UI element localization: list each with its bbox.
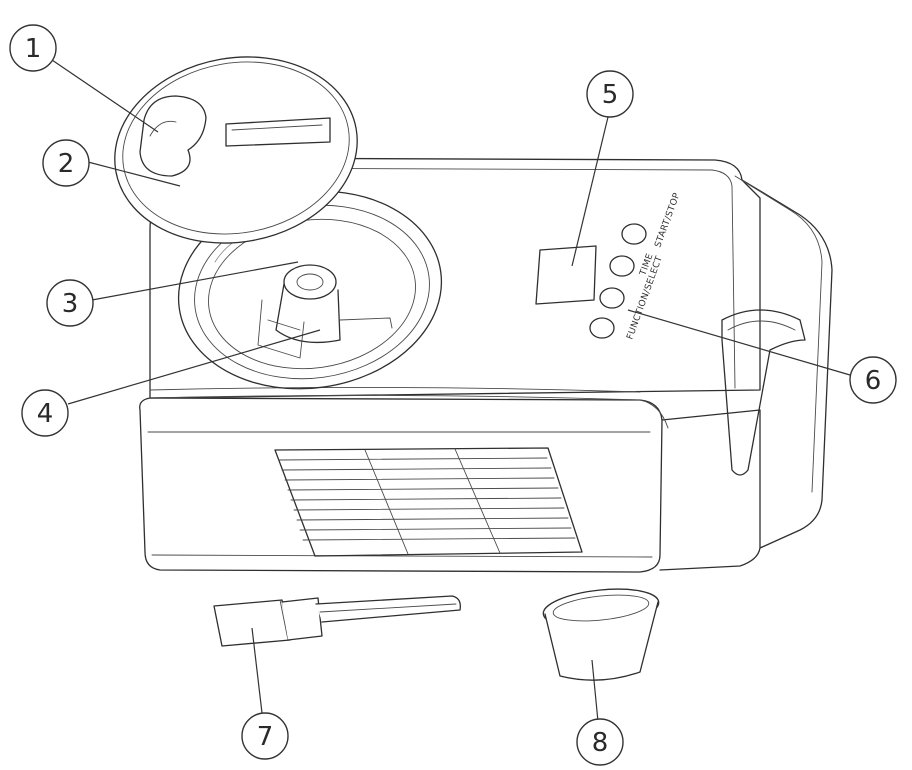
callout-8: 8 — [576, 718, 624, 766]
lid-cap — [139, 95, 207, 177]
callout-1: 1 — [9, 24, 57, 72]
callout-5: 5 — [586, 70, 634, 118]
callout-3: 3 — [46, 279, 94, 327]
callout-4-label: 4 — [37, 399, 54, 429]
control-button-1 — [621, 223, 647, 245]
control-button-4 — [589, 317, 615, 339]
vent-grille — [274, 447, 583, 557]
control-button-2 — [609, 255, 635, 277]
label-startstop: START/STOP — [653, 191, 682, 249]
display-window — [535, 245, 597, 305]
callout-7: 7 — [241, 712, 289, 760]
callout-6-label: 6 — [865, 366, 882, 396]
callout-5-label: 5 — [602, 80, 619, 110]
paddle — [257, 264, 393, 359]
callout-2-label: 2 — [58, 149, 75, 179]
callout-6: 6 — [849, 356, 897, 404]
control-button-3 — [599, 287, 625, 309]
callout-8-label: 8 — [592, 728, 609, 758]
callout-2: 2 — [42, 139, 90, 187]
callout-1-label: 1 — [25, 34, 42, 64]
control-panel: START/STOP TIME FUNCTION/SELECT — [535, 191, 683, 341]
callout-4: 4 — [21, 389, 69, 437]
spatula — [213, 595, 461, 647]
measuring-cup — [542, 588, 660, 681]
callout-7-label: 7 — [257, 722, 274, 752]
callout-3-label: 3 — [62, 289, 79, 319]
